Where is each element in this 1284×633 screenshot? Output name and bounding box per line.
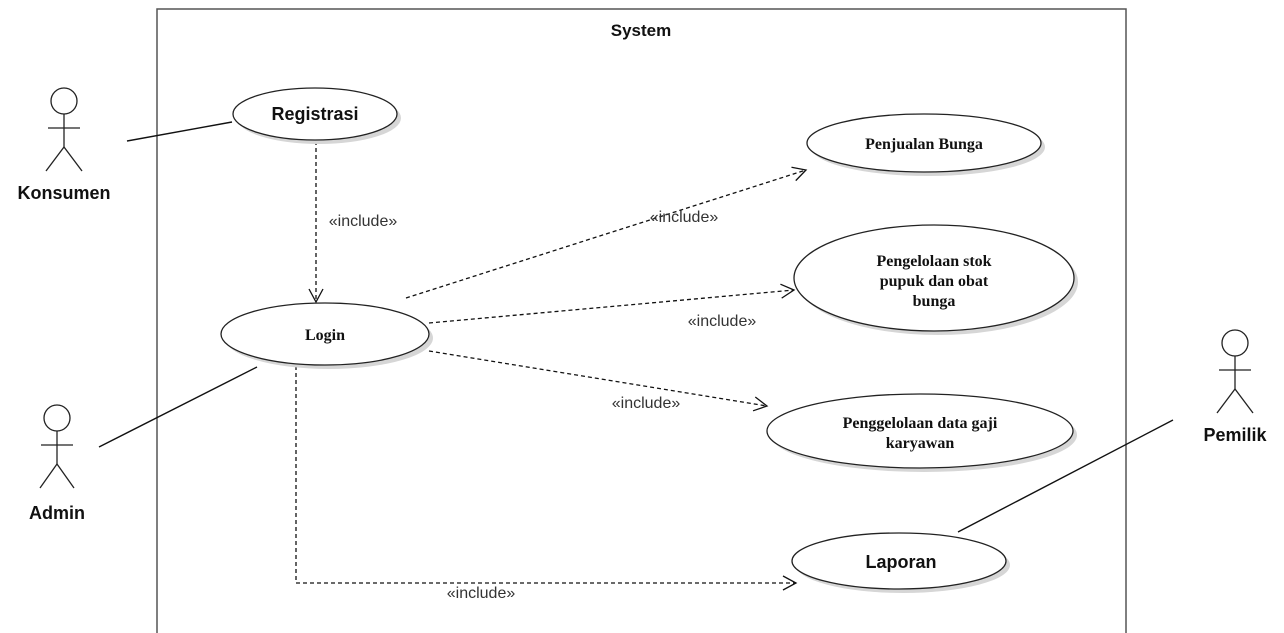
use-case-label: Penjualan Bunga xyxy=(865,136,983,153)
use-case-pengelolaan-stok: Pengelolaan stok pupuk dan obat bunga xyxy=(793,224,1078,335)
include-label: «include» xyxy=(650,209,719,226)
use-case-label: pupuk dan obat xyxy=(880,273,989,290)
actor-figure-icon xyxy=(45,87,83,172)
include-label: «include» xyxy=(329,213,398,230)
actor-label: Pemilik xyxy=(1203,425,1267,445)
use-case-label: Penggelolaan data gaji xyxy=(843,415,998,432)
include-login-laporan xyxy=(295,366,798,591)
include-login-gaji xyxy=(428,350,769,412)
include-login-stok xyxy=(428,283,796,324)
use-case-label: Laporan xyxy=(865,552,936,572)
use-case-penggelolaan-gaji: Penggelolaan data gaji karyawan xyxy=(766,393,1077,472)
association-pemilik-laporan xyxy=(957,419,1174,533)
use-case-registrasi: Registrasi xyxy=(232,87,401,144)
use-case-login: Login xyxy=(220,302,433,369)
use-case-penjualan-bunga: Penjualan Bunga xyxy=(806,113,1045,176)
include-label: «include» xyxy=(688,313,757,330)
actor-pemilik: Pemilik xyxy=(1203,329,1268,445)
use-case-label: Pengelolaan stok xyxy=(876,253,991,270)
use-case-laporan: Laporan xyxy=(791,532,1010,593)
actor-label: Admin xyxy=(29,503,85,523)
actor-figure-icon xyxy=(1216,329,1254,414)
use-case-label: Login xyxy=(305,327,345,344)
association-konsumen-registrasi xyxy=(126,121,233,142)
include-label: «include» xyxy=(447,585,516,602)
system-title: System xyxy=(611,21,671,40)
actor-label: Konsumen xyxy=(17,183,110,203)
actor-figure-icon xyxy=(39,404,75,489)
actor-admin: Admin xyxy=(29,404,85,523)
association-admin-login xyxy=(98,366,258,448)
use-case-label: Registrasi xyxy=(271,104,358,124)
actor-konsumen: Konsumen xyxy=(17,87,111,203)
use-case-label: bunga xyxy=(913,293,956,310)
use-case-label: karyawan xyxy=(886,435,955,452)
include-label: «include» xyxy=(612,395,681,412)
